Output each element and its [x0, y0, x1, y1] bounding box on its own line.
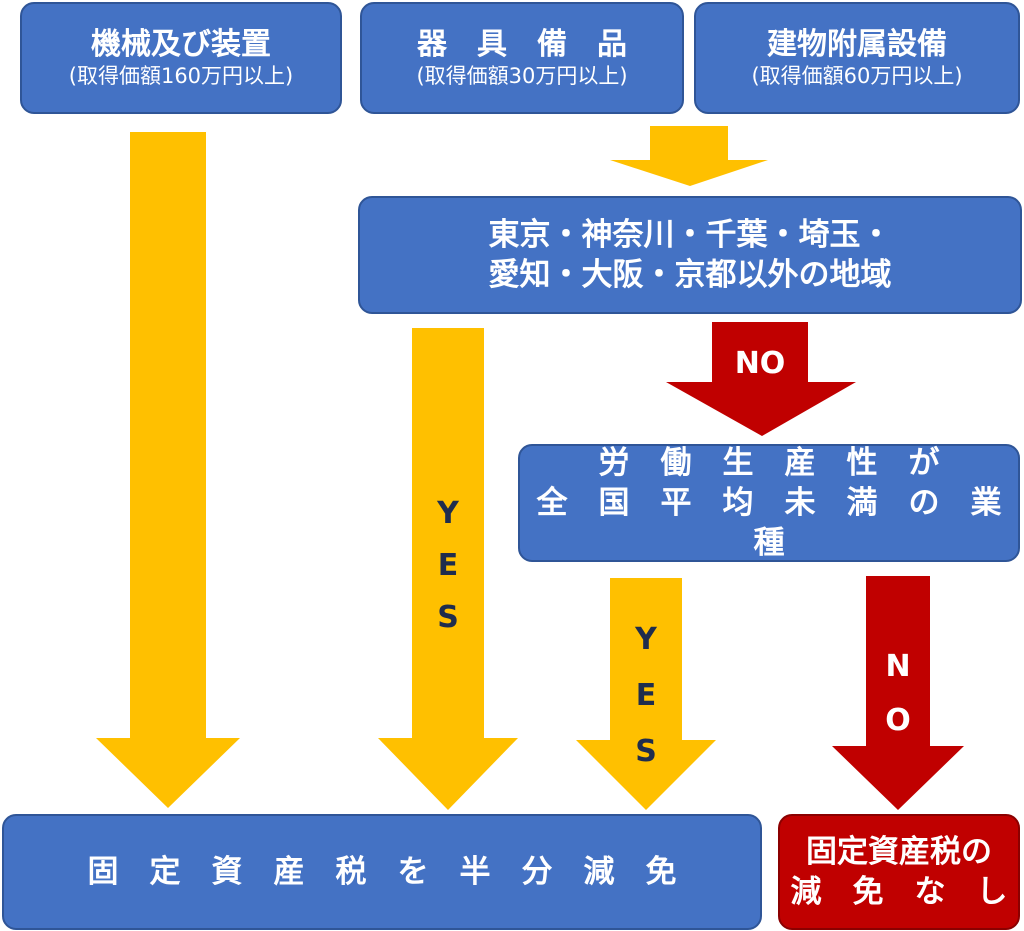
- region-box: 東京・神奈川・千葉・埼玉・ 愛知・大阪・京都以外の地域: [358, 196, 1022, 314]
- productivity-line2: 全 国 平 均 未 満 の 業 種: [536, 485, 1024, 561]
- equipment-sub: (取得価額30万円以上): [416, 64, 628, 88]
- arrow-productivity-no: [832, 576, 964, 810]
- building-box: 建物附属設備 (取得価額60万円以上): [694, 2, 1020, 114]
- yes-left-s: S: [437, 600, 459, 635]
- region-line2: 愛知・大阪・京都以外の地域: [488, 257, 892, 293]
- productivity-box: 労 働 生 産 性 が 全 国 平 均 未 満 の 業 種: [518, 444, 1024, 562]
- yes-right-e: E: [635, 678, 657, 713]
- yes-right-y: Y: [635, 622, 657, 657]
- result-halve-box: 固 定 資 産 税 を 半 分 減 免: [2, 814, 762, 930]
- result-none-box: 固定資産税の 減 免 な し: [778, 814, 1020, 930]
- arrow-productivity-yes: [576, 578, 716, 810]
- equipment-box: 器 具 備 品 (取得価額30万円以上): [360, 2, 684, 114]
- yes-left-e: E: [437, 548, 459, 583]
- no-label-right: N O: [868, 640, 928, 748]
- arrow-region-no: [666, 322, 856, 436]
- productivity-line1: 労 働 生 産 性 が: [598, 445, 940, 481]
- yes-label-left: Y E S: [418, 488, 478, 644]
- result-halve-label: 固 定 資 産 税 を 半 分 減 免: [87, 854, 677, 890]
- machinery-title: 機械及び装置: [91, 27, 271, 62]
- machinery-box: 機械及び装置 (取得価額160万円以上): [20, 2, 342, 114]
- result-none-line2: 減 免 な し: [790, 874, 1008, 910]
- yes-right-s: S: [635, 734, 657, 769]
- yes-label-right: Y E S: [616, 612, 676, 780]
- building-title: 建物附属設備: [767, 27, 947, 62]
- result-none-line1: 固定資産税の: [806, 834, 992, 870]
- yes-left-y: Y: [437, 496, 459, 531]
- no-label-top: NO: [734, 346, 786, 381]
- arrow-machinery-to-halve: [96, 132, 240, 808]
- arrow-top-to-region: [610, 126, 768, 186]
- equipment-title: 器 具 備 品: [417, 27, 627, 62]
- arrow-region-yes: [378, 328, 518, 810]
- region-line1: 東京・神奈川・千葉・埼玉・: [488, 217, 892, 253]
- building-sub: (取得価額60万円以上): [751, 64, 963, 88]
- no-right-n: N: [885, 649, 911, 684]
- machinery-sub: (取得価額160万円以上): [68, 64, 294, 88]
- no-right-o: O: [885, 703, 911, 738]
